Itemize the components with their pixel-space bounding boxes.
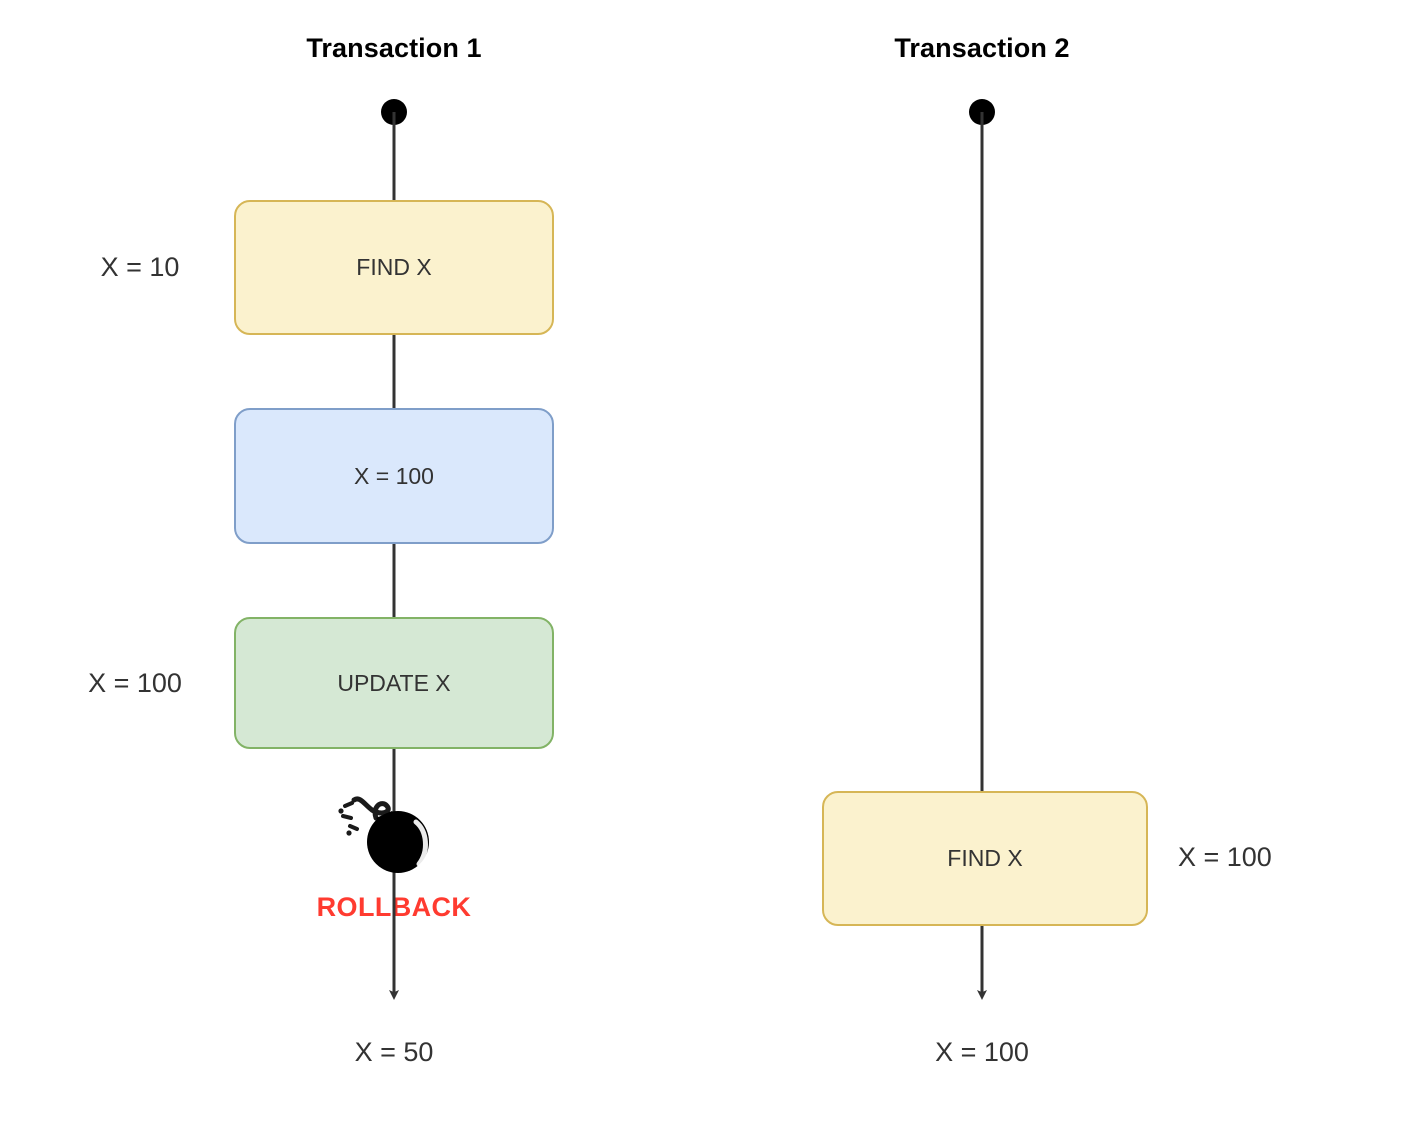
node-t1-find-x[interactable]: FIND X <box>234 200 554 335</box>
node-t1-update-x[interactable]: UPDATE X <box>234 617 554 749</box>
bomb-icon <box>338 796 429 873</box>
rollback-label: ROLLBACK <box>316 892 472 922</box>
label-t2-state-after-find: X = 100 <box>1178 842 1272 872</box>
label-x-before-update: X = 100 <box>88 668 182 698</box>
node-t2-find-x[interactable]: FIND X <box>822 791 1148 926</box>
node-t1-find-x-label: FIND X <box>356 254 432 280</box>
column-title-transaction-1: Transaction 1 <box>306 33 482 63</box>
node-t1-update-x-label: UPDATE X <box>337 669 451 696</box>
t1-start-node <box>381 99 407 125</box>
label-t2-end-value: X = 100 <box>935 1037 1029 1067</box>
t2-start-node <box>969 99 995 125</box>
node-t2-find-x-label: FIND X <box>947 845 1023 871</box>
label-x-before-find: X = 10 <box>100 252 180 282</box>
column-title-transaction-2: Transaction 2 <box>894 33 1070 63</box>
node-t1-x-100-label: X = 100 <box>354 462 434 489</box>
label-t1-end-value: X = 50 <box>354 1037 434 1067</box>
node-t1-x-100[interactable]: X = 100 <box>234 408 554 544</box>
